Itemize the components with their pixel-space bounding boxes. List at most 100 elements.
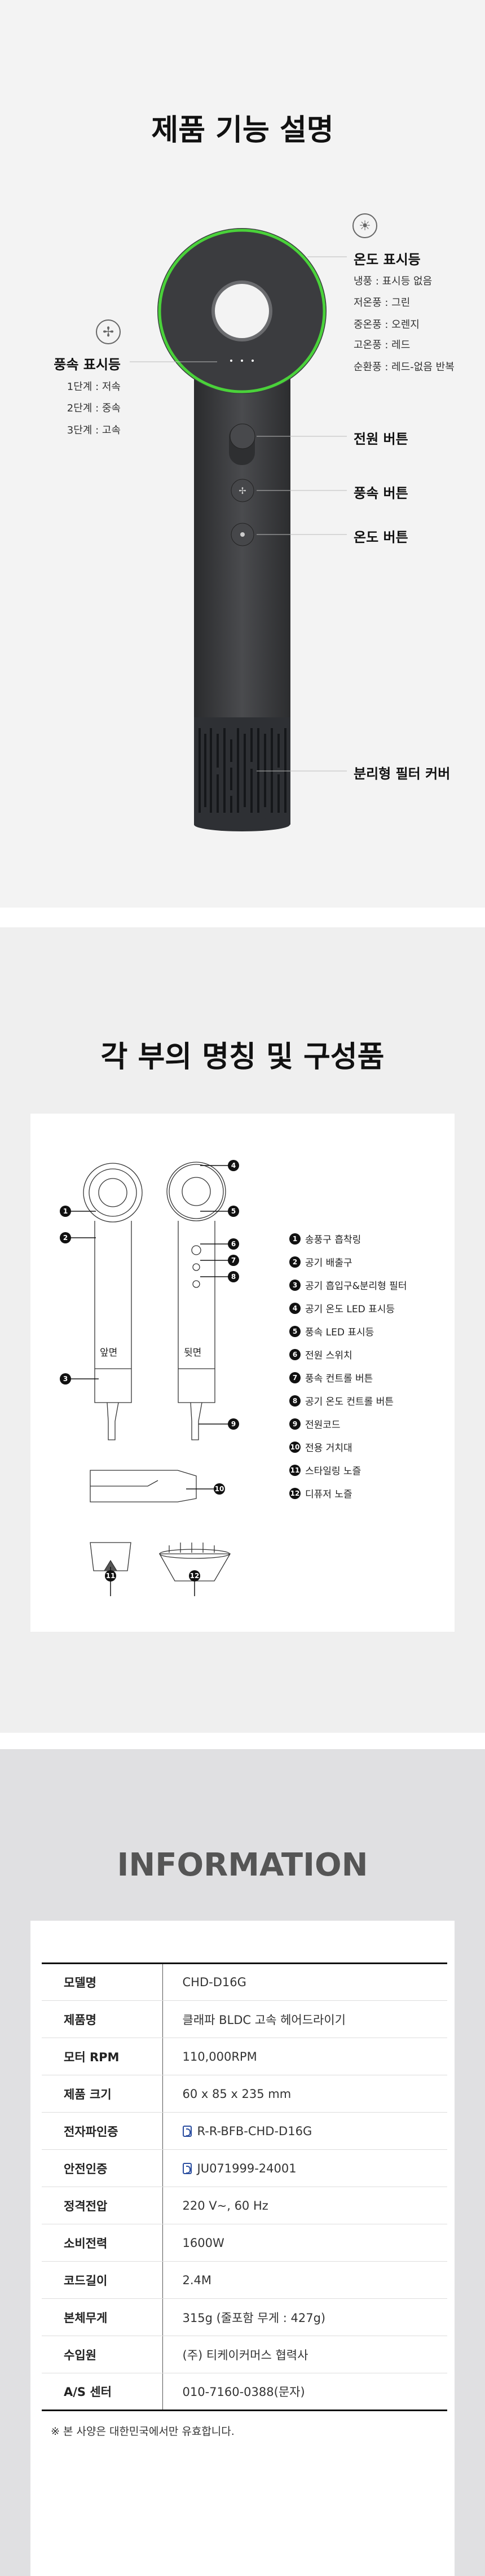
- legend-label: 스타일링 노즐: [305, 1466, 361, 1477]
- callout-marker: 12: [189, 1570, 200, 1581]
- spec-value-cell: CHD-D16G: [162, 1963, 447, 2001]
- temp-indicator-label: 온도 표시등: [354, 252, 421, 268]
- legend-item: 6 전원 스위치: [289, 1347, 352, 1361]
- legend-label: 송풍구 흡착링: [305, 1234, 361, 1246]
- spec-value-cell: 2.4M: [162, 2261, 447, 2299]
- legend-number: 9: [289, 1418, 301, 1430]
- callout-marker: 1: [60, 1206, 71, 1217]
- spec-key: 모델명: [42, 1963, 163, 2001]
- sun-icon: ☀: [352, 213, 377, 238]
- legend-item: 7 풍속 컨트롤 버튼: [289, 1370, 373, 1385]
- legend-number: 12: [289, 1487, 301, 1499]
- speed-level-line: 1단계 : 저속: [67, 381, 121, 393]
- legend-number: 8: [289, 1395, 301, 1407]
- table-row: A/S 센터 010-7160-0388(문자): [42, 2373, 447, 2411]
- legend-label: 전원코드: [305, 1420, 341, 1431]
- spec-value-cell: 315g (줄포함 무게 : 427g): [162, 2298, 447, 2336]
- callout-marker: 3: [60, 1373, 71, 1385]
- spec-key: 소비전력: [42, 2224, 163, 2262]
- legend-label: 공기 온도 LED 표시등: [305, 1304, 395, 1315]
- speed-indicator-label: 풍속 표시등: [54, 357, 121, 373]
- callout-marker: 8: [228, 1271, 239, 1282]
- temp-button-label: 온도 버튼: [354, 529, 408, 545]
- spec-key: A/S 센터: [42, 2373, 163, 2411]
- speed-button-label: 풍속 버튼: [354, 485, 408, 501]
- filter-cover-label: 분리형 필터 커버: [354, 766, 451, 782]
- legend-number: 1: [289, 1233, 301, 1245]
- legend-label: 공기 온도 컨트롤 버튼: [305, 1396, 394, 1408]
- spec-value-cell: 60 x 85 x 235 mm: [162, 2075, 447, 2113]
- spec-key: 모터 RPM: [42, 2038, 163, 2075]
- spec-key: 제품 크기: [42, 2075, 163, 2113]
- spec-value: 010-7160-0388(문자): [182, 2385, 305, 2399]
- legend-item: 12 디퓨저 노즐: [289, 1486, 352, 1500]
- table-row: 수입원(주) 티케이커머스 협력사: [42, 2336, 447, 2373]
- spec-value: CHD-D16G: [182, 1975, 246, 1989]
- speed-level-line: 3단계 : 고속: [67, 424, 121, 436]
- temp-mode-line: 고온풍 : 레드: [354, 339, 411, 351]
- spec-value-cell: 1600W: [162, 2224, 447, 2262]
- legend-item: 1 송풍구 흡착링: [289, 1232, 361, 1246]
- spec-value: 110,000RPM: [182, 2049, 257, 2064]
- spec-value: 2.4M: [182, 2273, 212, 2287]
- spec-value: 클래파 BLDC 고속 헤어드라이기: [182, 2013, 346, 2027]
- table-row: 정격전압 220 V~, 60 Hz: [42, 2187, 447, 2224]
- legend-label: 디퓨저 노즐: [305, 1489, 352, 1500]
- section-title: 각 부의 명칭 및 구성품: [100, 1040, 385, 1074]
- callout-marker: 11: [105, 1570, 116, 1581]
- temp-mode-line: 저온풍 : 그린: [354, 297, 411, 309]
- legend-label: 풍속 컨트롤 버튼: [305, 1373, 373, 1385]
- legend-number: 2: [289, 1256, 301, 1268]
- spec-key: 코드길이: [42, 2261, 163, 2299]
- legend-number: 7: [289, 1372, 301, 1383]
- spec-key: 전자파인증: [42, 2112, 163, 2150]
- table-row: 제품 크기 60 x 85 x 235 mm: [42, 2075, 447, 2113]
- legend-label: 전용 거치대: [305, 1443, 352, 1454]
- callout-marker: 5: [228, 1206, 239, 1217]
- callout-marker: 10: [214, 1483, 225, 1495]
- legend-item: 10 전용 거치대: [289, 1440, 352, 1454]
- legend-item: 4 공기 온도 LED 표시등: [289, 1301, 395, 1315]
- spec-value: (주) 티케이커머스 협력사: [182, 2348, 308, 2362]
- spec-note: ※ 본 사양은 대한민국에서만 유효합니다.: [51, 2425, 235, 2438]
- spec-value: R-R-BFB-CHD-D16G: [197, 2124, 312, 2138]
- features-section: 제품 기능 설명 ✢ ☀ 온도 표시등 냉풍 : 표시등 없음 저온풍 : 그린…: [0, 0, 485, 908]
- legend-number: 4: [289, 1302, 301, 1314]
- spec-key: 본체무게: [42, 2298, 163, 2336]
- speed-level-line: 2단계 : 중속: [67, 402, 121, 414]
- section-title: 제품 기능 설명: [151, 113, 334, 147]
- spec-key: 정격전압: [42, 2187, 163, 2224]
- back-view-label: 뒷면: [184, 1347, 202, 1359]
- legend-number: 6: [289, 1348, 301, 1360]
- spec-value-cell: 220 V~, 60 Hz: [162, 2187, 447, 2224]
- legend-label: 풍속 LED 표시등: [305, 1327, 374, 1338]
- spec-value: JU071999-24001: [197, 2161, 297, 2175]
- spec-value-cell: 010-7160-0388(문자): [162, 2373, 447, 2411]
- legend-item: 9 전원코드: [289, 1417, 341, 1431]
- spec-value: 60 x 85 x 235 mm: [182, 2087, 292, 2101]
- spec-value: 220 V~, 60 Hz: [182, 2198, 268, 2213]
- temp-mode-line: 중온풍 : 오렌지: [354, 319, 420, 331]
- legend-number: 10: [289, 1441, 301, 1453]
- temp-mode-line: 냉풍 : 표시등 없음: [354, 275, 433, 287]
- legend-item: 8 공기 온도 컨트롤 버튼: [289, 1394, 394, 1408]
- legend-number: 3: [289, 1279, 301, 1291]
- callout-marker: 7: [228, 1255, 239, 1266]
- section-title: INFORMATION: [117, 1847, 368, 1883]
- legend-label: 공기 흡입구&분리형 필터: [305, 1281, 407, 1292]
- legend-label: 전원 스위치: [305, 1350, 352, 1361]
- callout-marker: 6: [228, 1238, 239, 1250]
- parts-diagram: [67, 1162, 232, 1596]
- power-button-label: 전원 버튼: [354, 431, 408, 447]
- spec-value: 315g (줄포함 무게 : 427g): [182, 2311, 326, 2325]
- table-row: 코드길이 2.4M: [42, 2261, 447, 2299]
- temp-mode-line: 순환풍 : 레드-없음 반복: [354, 361, 455, 373]
- fan-icon: ✢: [96, 319, 121, 344]
- table-row: 모터 RPM 110,000RPM: [42, 2038, 447, 2075]
